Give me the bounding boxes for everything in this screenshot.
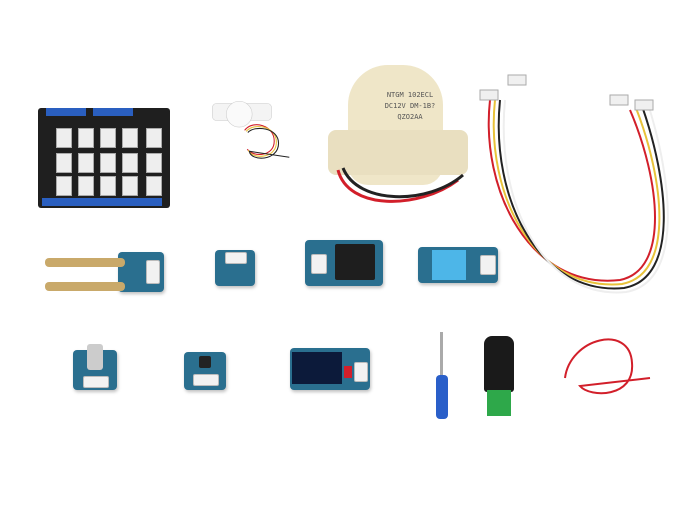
button-module [184, 352, 226, 390]
screwdriver-shaft [440, 332, 443, 377]
header-pins [46, 108, 86, 116]
grove-module [215, 250, 255, 286]
base-shield-board [38, 108, 170, 208]
valve-label: NTGM 102ECL DC12V DM-1B? QZO2AA [370, 90, 450, 123]
relay-module [305, 240, 383, 286]
valve-wires [336, 167, 464, 203]
header-pins [93, 108, 133, 116]
red-jumper-wire [564, 338, 651, 395]
solenoid-valve: NTGM 102ECL DC12V DM-1B? QZO2AA [328, 60, 473, 210]
header-pins [42, 198, 162, 206]
rotary-angle-sensor [73, 344, 117, 390]
temperature-humidity-sensor [418, 247, 498, 283]
dc-jack-adapter [484, 336, 514, 392]
terminal-block [487, 390, 511, 416]
valve-label-line: NTGM 102ECL [386, 91, 434, 99]
grove-cables [479, 74, 669, 294]
water-flow-sensor [212, 100, 290, 159]
moisture-sensor [118, 252, 164, 292]
screwdriver-handle [436, 375, 448, 419]
valve-label-line: DC12V DM-1B? [384, 102, 436, 110]
oled-display [290, 348, 370, 390]
valve-label-line: QZO2AA [397, 113, 423, 121]
